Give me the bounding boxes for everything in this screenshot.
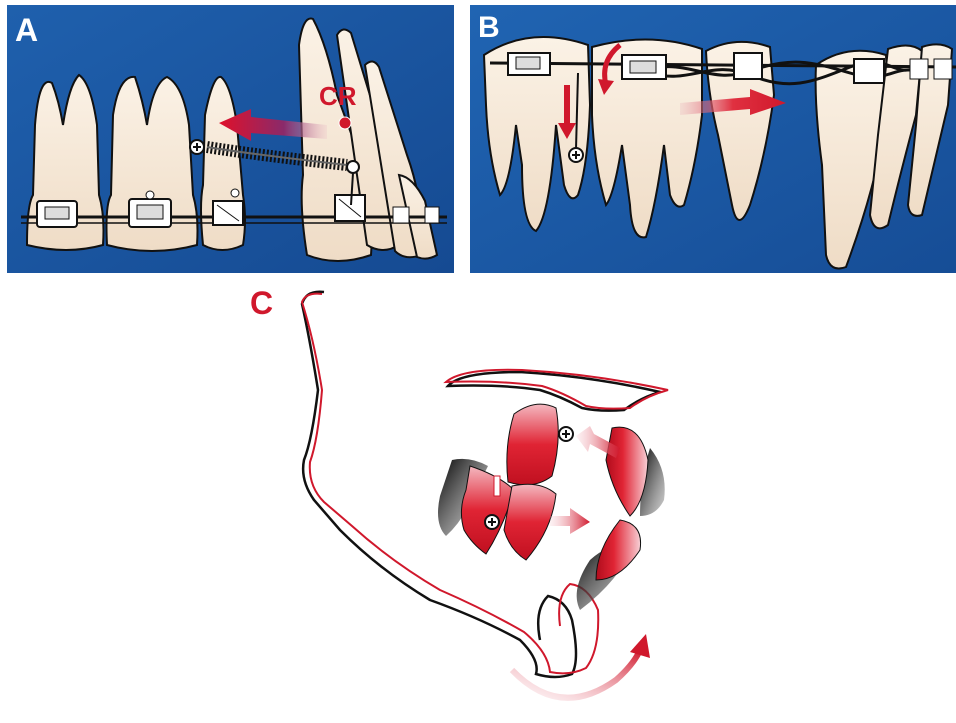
panel-a: A CR: [7, 5, 454, 273]
premolar-bracket: [734, 53, 762, 79]
center-of-resistance-label: CR: [319, 81, 357, 112]
panel-c-label: C: [250, 288, 273, 318]
panel-a-label: A: [15, 15, 38, 45]
panel-b: B: [470, 5, 956, 273]
lower-molar-red-2: [504, 484, 556, 560]
panel-c: C: [0, 280, 956, 723]
lower-plus-icon: [485, 515, 499, 529]
incisor-bracket-1: [910, 59, 928, 79]
lower-molar-red: [461, 466, 514, 554]
panel-b-illustration: [470, 5, 956, 273]
upper-molar-red: [507, 404, 558, 485]
center-of-resistance-dot: [339, 117, 351, 129]
panel-c-illustration: [0, 280, 956, 723]
upper-plus-icon: [559, 427, 573, 441]
lower-incisor-red: [596, 520, 641, 580]
canine-bracket: [335, 195, 365, 221]
panel-a-illustration: [7, 5, 454, 273]
hook-plus-icon: [190, 140, 204, 154]
canine-hook-icon: [347, 161, 359, 173]
molar-bracket-1: [37, 201, 77, 227]
panel-b-label: B: [478, 13, 500, 43]
molar-intrusion-arrow: [494, 476, 500, 496]
incisor-bracket-2: [934, 59, 952, 79]
mandible-rotation-arrow: [512, 634, 650, 698]
canine-bracket: [854, 59, 884, 83]
maxilla-outline-before: [448, 372, 660, 411]
molar-mesial-arrow: [550, 508, 590, 534]
hook-plus-icon: [569, 148, 583, 162]
